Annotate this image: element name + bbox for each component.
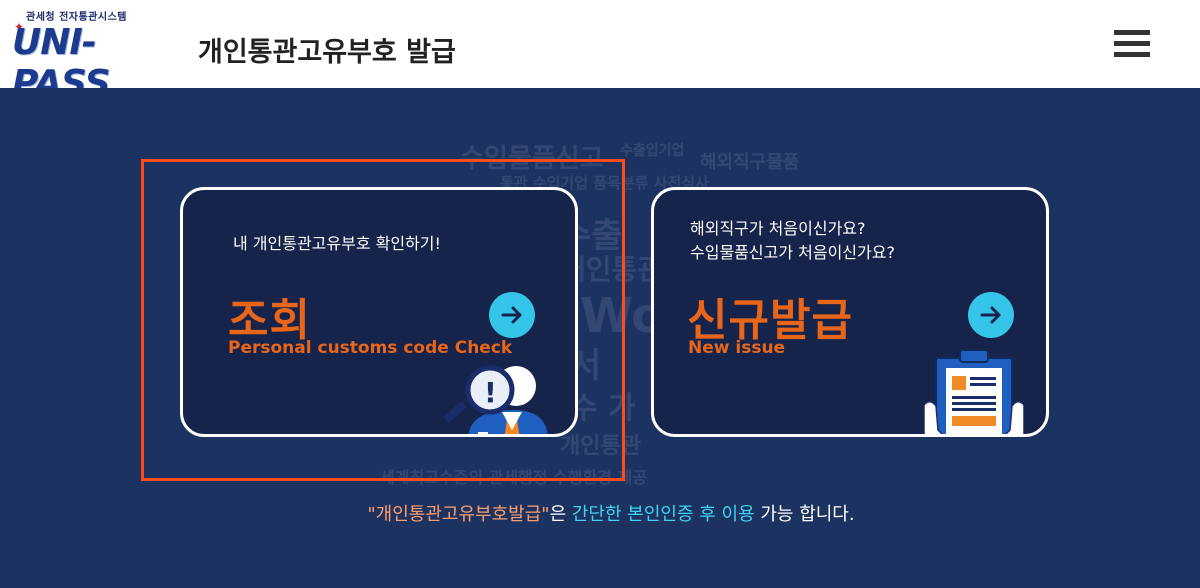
magnifier-person-icon: ! [438, 360, 548, 434]
new-issue-title: 신규발급 [687, 295, 853, 346]
logo-subtitle: 관세청 전자통관시스템 [26, 12, 127, 23]
hero-section: 수입물품신고 수출입기업 해외직구물품 통관 수입기업 품목분류 사전심사 수출… [0, 88, 1200, 588]
notice-auth-requirement: 간단한 본인인증 후 이용 [571, 504, 755, 525]
lookup-card[interactable]: 내 개인통관고유부호 확인하기! 조회 Personal customs cod… [180, 187, 578, 437]
clipboard-hands-icon [923, 349, 1025, 434]
unipass-logo[interactable]: 관세청 전자통관시스템 ✦ UNI-PASS [12, 8, 190, 104]
hamburger-menu-icon[interactable] [1114, 30, 1150, 60]
svg-text:!: ! [484, 376, 497, 409]
notice-particle: 은 [549, 504, 572, 525]
lookup-intro: 내 개인통관고유부호 확인하기! [233, 234, 441, 253]
new-issue-card[interactable]: 해외직구가 처음이신가요? 수입물품신고가 처음이신가요? 신규발급 New i… [651, 187, 1049, 437]
notice-ending: 가능 합니다. [754, 504, 855, 525]
new-issue-intro-line2: 수입물품신고가 처음이신가요? [690, 243, 895, 262]
new-issue-intro-line1: 해외직구가 처음이신가요? [690, 219, 866, 238]
menu-bar [1114, 41, 1150, 46]
menu-bar [1114, 52, 1150, 57]
page-title: 개인통관고유부호 발급 [198, 37, 456, 68]
lookup-subtitle: Personal customs code Check [228, 338, 513, 358]
header: 관세청 전자통관시스템 ✦ UNI-PASS 개인통관고유부호 발급 [0, 0, 1200, 104]
new-issue-intro: 해외직구가 처음이신가요? 수입물품신고가 처음이신가요? [690, 217, 895, 265]
new-issue-subtitle: New issue [688, 338, 786, 358]
menu-bar [1114, 30, 1150, 35]
logo-star-icon: ✦ [14, 20, 25, 34]
selection-highlight [141, 159, 625, 481]
arrow-right-icon[interactable] [968, 292, 1014, 338]
arrow-right-icon[interactable] [489, 292, 535, 338]
notice-service-name: "개인통관고유부호발급" [367, 504, 550, 525]
notice-text: "개인통관고유부호발급"은 간단한 본인인증 후 이용 가능 합니다. [0, 500, 1200, 526]
lookup-title: 조회 [228, 295, 311, 346]
